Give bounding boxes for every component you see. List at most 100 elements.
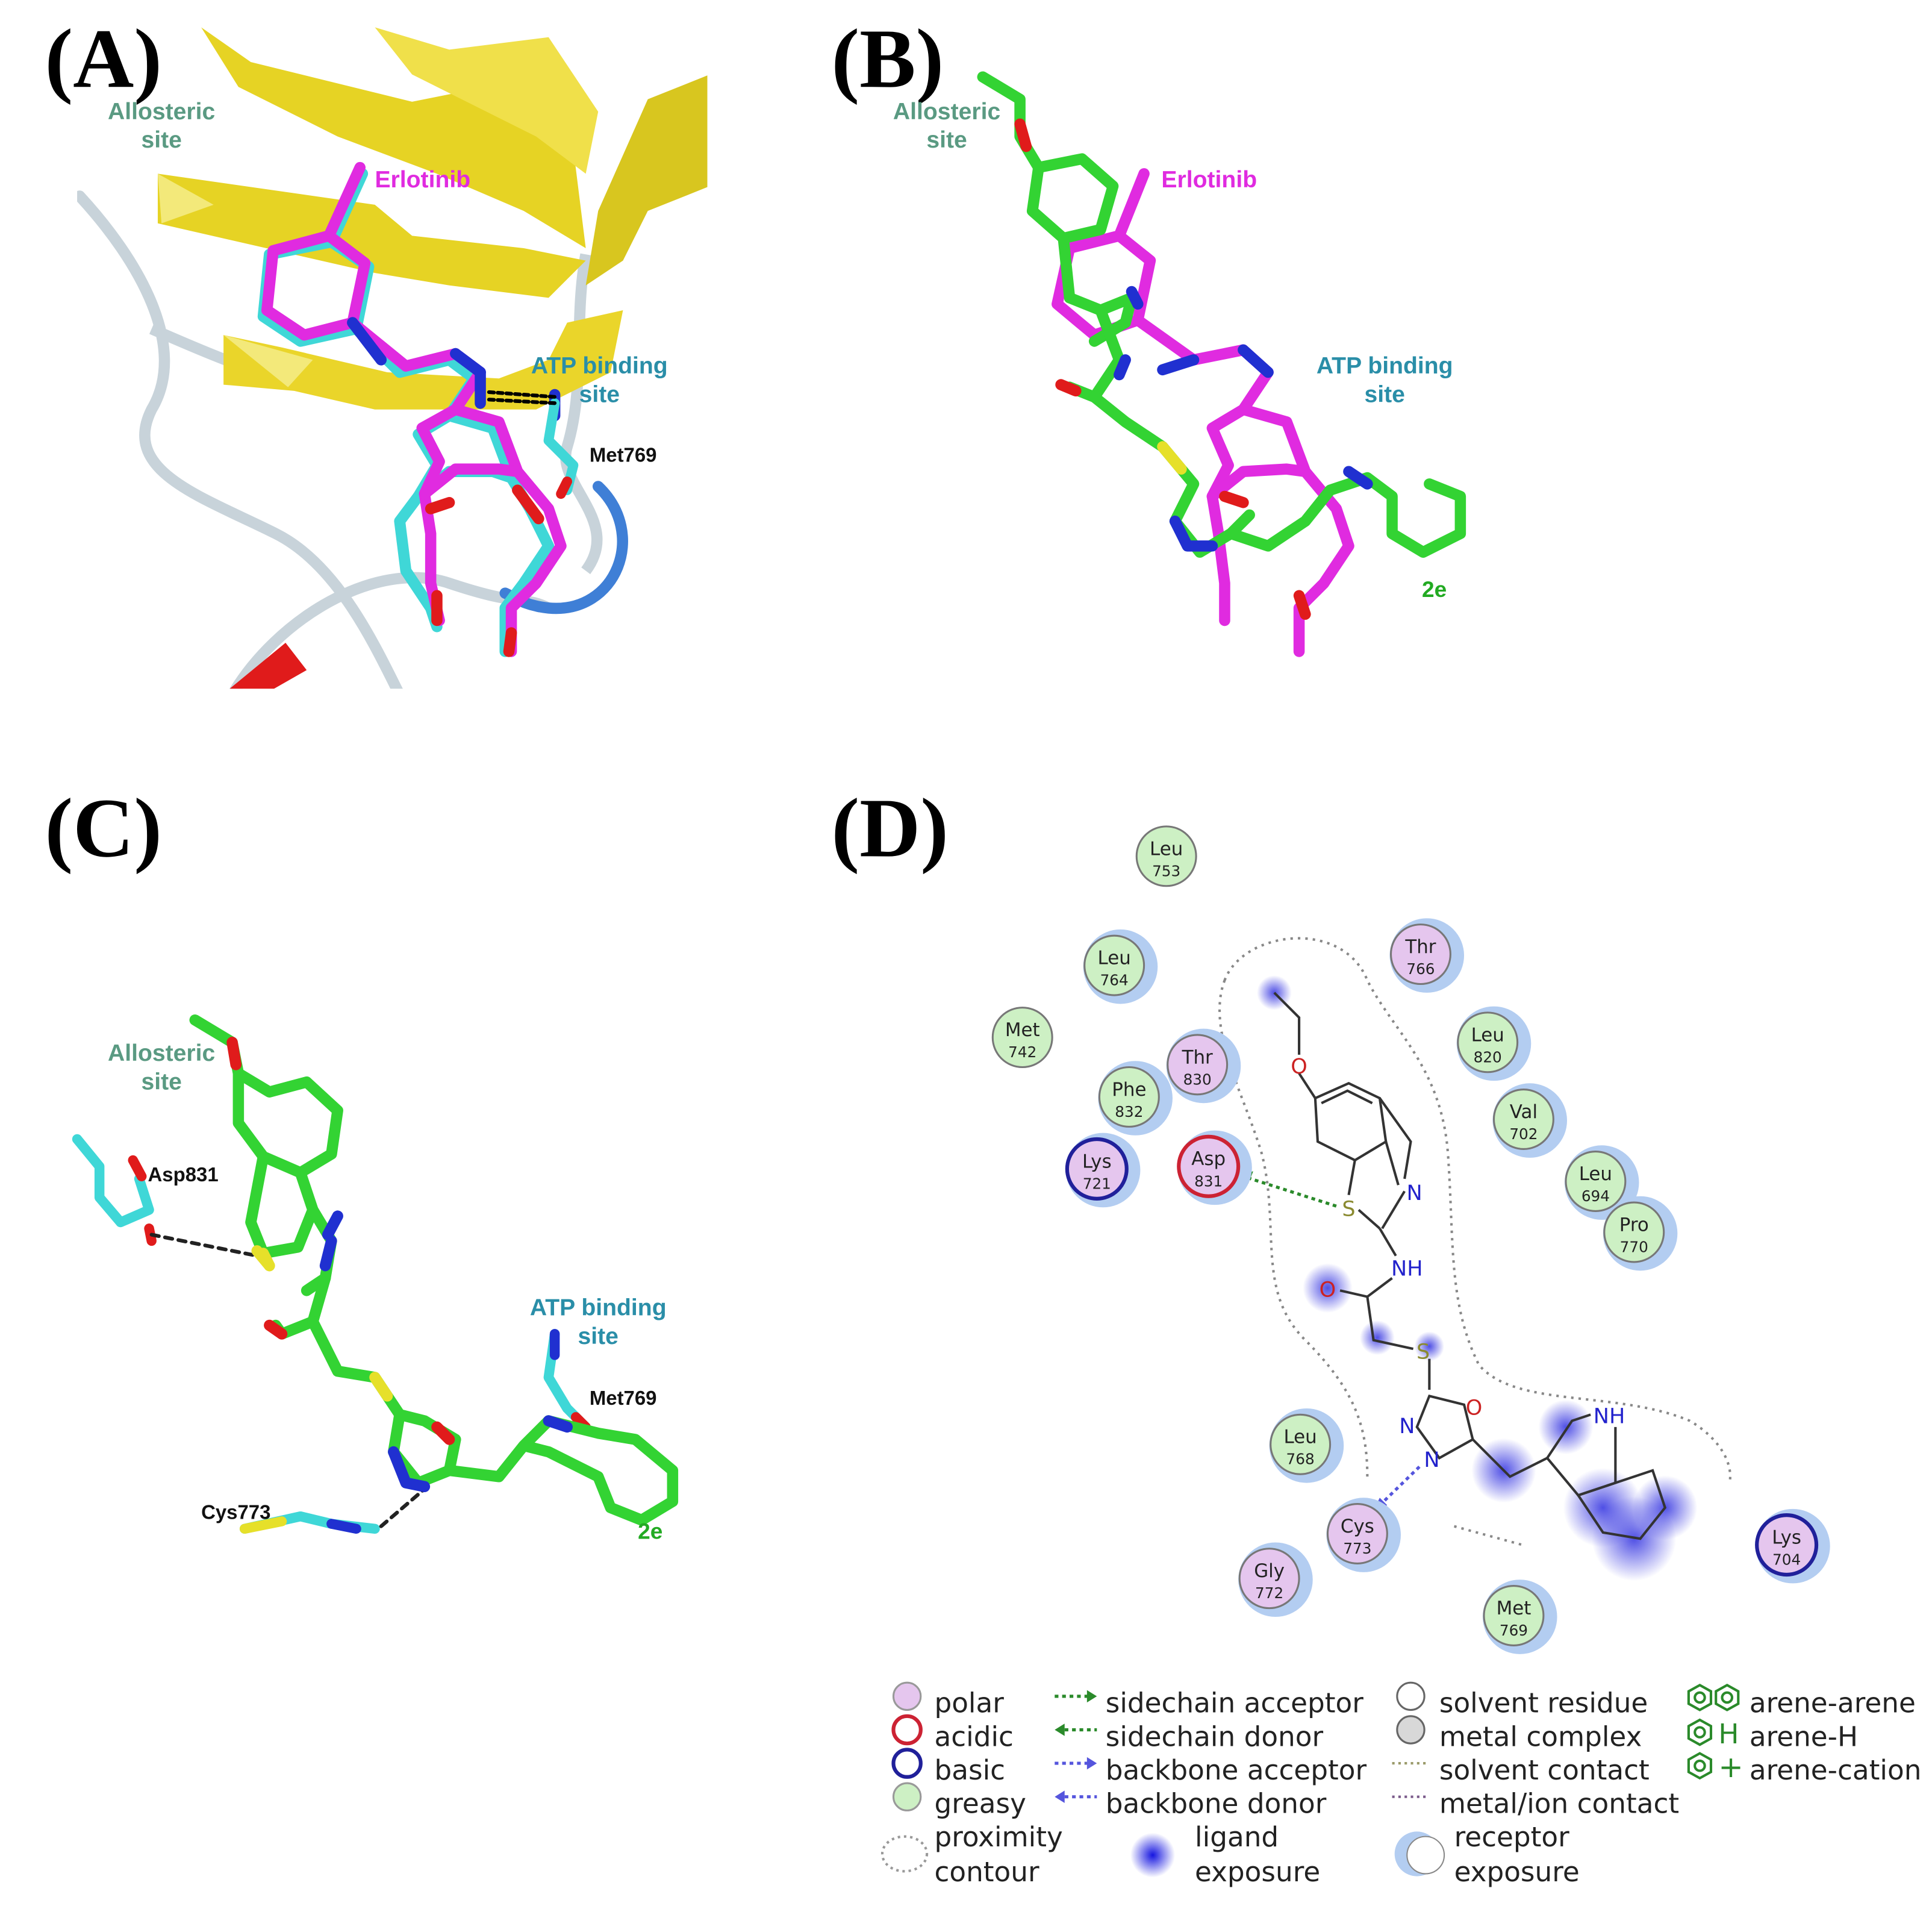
residue-name: Val <box>1510 1101 1538 1123</box>
residue-name: Met <box>1005 1019 1040 1041</box>
legend-ligand-exposure: exposure <box>1195 1856 1320 1888</box>
legend-proximity: proximity <box>934 1821 1062 1853</box>
protein-cartoon-a <box>77 27 708 689</box>
residue-disc <box>1083 934 1145 996</box>
ligand-sticks-a <box>257 161 579 657</box>
allosteric-site-label-a: Allosteric <box>108 99 215 125</box>
legend-acidic: acidic <box>934 1720 1014 1752</box>
residue-disc <box>1389 923 1451 986</box>
atp-site-label-a: ATP binding <box>531 353 668 379</box>
residue-number: 770 <box>1620 1238 1648 1255</box>
residue-disc <box>991 1007 1053 1069</box>
asp831-label-c: Asp831 <box>148 1163 218 1186</box>
residue-disc <box>1492 1089 1554 1151</box>
residue-disc <box>1755 1513 1819 1577</box>
panel-b: (B) Allosteric site Erlotinib ATP bindin… <box>832 12 1466 657</box>
residue-name: Leu <box>1098 948 1131 969</box>
residue-number: 694 <box>1581 1187 1610 1205</box>
atom-o-oxadiazole: O <box>1466 1396 1483 1420</box>
residue-disc <box>1457 1011 1519 1073</box>
atom-o-ether: O <box>1291 1055 1307 1079</box>
legend-marker-receptor-exposure <box>1394 1831 1445 1876</box>
legend-symbol-plus: + <box>1718 1749 1743 1784</box>
residue-number: 831 <box>1194 1172 1223 1190</box>
residue-name: Lys <box>1082 1151 1112 1172</box>
atp-site-label-b: ATP binding <box>1317 353 1453 379</box>
residue-phe832: Phe 832 <box>1098 1061 1173 1136</box>
panel-d: (D) <box>832 781 1922 1887</box>
residue-name: Leu <box>1150 838 1183 860</box>
residue-disc <box>1238 1548 1300 1610</box>
legend-marker-metal-complex <box>1396 1715 1426 1745</box>
residue-cys773: Cys773 <box>1326 1498 1401 1572</box>
legend-marker-arene-arene <box>1687 1683 1740 1711</box>
legend-marker-backbone-donor <box>1055 1790 1097 1804</box>
legend-marker-proximity <box>880 1835 929 1873</box>
erlotinib-label-b: Erlotinib <box>1161 167 1257 193</box>
atp-site-label-c-2: site <box>578 1323 619 1349</box>
ligand-sticks-c <box>72 1014 679 1534</box>
backbone-acceptor-interaction <box>1376 1465 1421 1509</box>
legend-polar: polar <box>934 1687 1004 1719</box>
residue-number: 702 <box>1509 1125 1538 1143</box>
legend-sidechain-donor: sidechain donor <box>1106 1720 1324 1752</box>
met769-label-a: Met769 <box>590 443 657 466</box>
compound-2e-label-b: 2e <box>1422 576 1447 602</box>
legend-backbone-donor: backbone donor <box>1106 1788 1327 1820</box>
ligand-sticks-b <box>977 71 1466 657</box>
legend-marker-polar <box>892 1681 922 1711</box>
residue-name: Lys <box>1772 1527 1801 1549</box>
residue-name: Thr <box>1182 1046 1213 1068</box>
legend-solvent-contact: solvent contact <box>1439 1754 1650 1786</box>
erlotinib-label-a: Erlotinib <box>375 167 470 193</box>
legend-marker-acidic <box>891 1714 923 1746</box>
legend-sidechain-acceptor: sidechain acceptor <box>1106 1687 1364 1719</box>
legend-contour: contour <box>934 1856 1039 1888</box>
residue-pro770: Pro 770 <box>1603 1196 1678 1271</box>
atp-site-label-a-2: site <box>579 381 620 407</box>
atom-n-thiazole: N <box>1407 1181 1423 1205</box>
legend-symbol-h: H <box>1718 1718 1739 1750</box>
residue-name: Pro <box>1619 1214 1649 1236</box>
solvent-contact-line <box>1454 1525 1523 1546</box>
legend-basic: basic <box>934 1754 1005 1786</box>
atp-site-label-c: ATP binding <box>530 1295 667 1320</box>
legend-marker-sidechain-donor <box>1055 1723 1097 1736</box>
residue-name: Leu <box>1471 1024 1504 1046</box>
legend-metal-ion-contact: metal/ion contact <box>1439 1788 1679 1820</box>
panel-b-label: (B) <box>832 12 944 105</box>
residue-name: Phe <box>1112 1079 1146 1101</box>
legend-receptor: receptor <box>1454 1821 1569 1853</box>
residue-name: Leu <box>1284 1426 1317 1448</box>
residue-number: 832 <box>1115 1103 1143 1120</box>
legend-metal-complex: metal complex <box>1439 1720 1642 1752</box>
legend-marker-arene-cation <box>1687 1752 1713 1780</box>
atom-nh-indole: NH <box>1594 1405 1625 1429</box>
residue-disc <box>1603 1201 1665 1263</box>
compound-2e-label-c: 2e <box>638 1518 662 1543</box>
residue-disc <box>1270 1413 1332 1475</box>
legend-arene-arene: arene-arene <box>1750 1687 1916 1719</box>
atom-n-oxadiazole-1: N <box>1399 1414 1415 1439</box>
allosteric-site-label-c-2: site <box>141 1069 181 1095</box>
residue-name: Cys <box>1341 1516 1374 1537</box>
atp-site-label-b-2: site <box>1365 381 1405 407</box>
panel-a-label: (A) <box>45 12 162 105</box>
residue-number: 704 <box>1772 1551 1801 1569</box>
residue-disc <box>1065 1137 1129 1201</box>
allosteric-site-label-a-2: site <box>141 127 181 153</box>
residue-disc <box>1098 1066 1160 1128</box>
residue-number: 830 <box>1183 1070 1212 1088</box>
legend-marker-sidechain-acceptor <box>1055 1690 1097 1703</box>
residue-name: Leu <box>1579 1163 1612 1185</box>
allosteric-site-label-b-2: site <box>926 127 967 153</box>
legend-marker-greasy <box>892 1782 922 1811</box>
panel-c-label: (C) <box>45 781 162 875</box>
